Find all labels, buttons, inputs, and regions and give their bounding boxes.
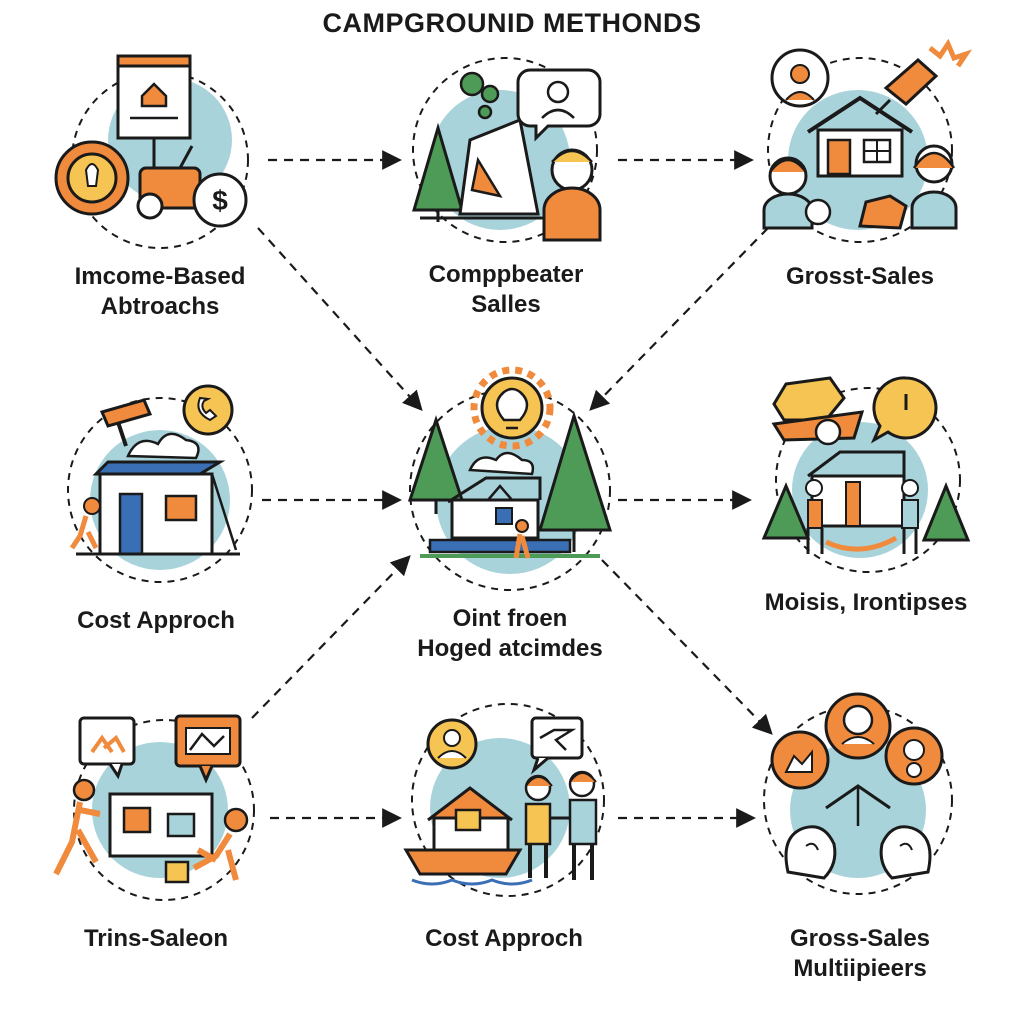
label-line: Moisis, Irontipses xyxy=(764,589,968,616)
label-line: Trins-Saleon xyxy=(83,925,229,952)
label-line: Comppbeater xyxy=(428,261,584,288)
house-people-icon xyxy=(762,38,973,243)
connector-arrows xyxy=(251,150,773,828)
campground-lightbulb-icon xyxy=(407,366,613,591)
label-cost-approach-bottom: Cost Approch xyxy=(384,924,624,954)
label-gross-sales: Grosst-Sales xyxy=(740,262,980,292)
label-mosis: Moisis, Irontipses xyxy=(736,588,996,618)
cabin-workers-clock-icon xyxy=(761,376,971,573)
label-line: Gross-Sales xyxy=(789,925,931,952)
label-line: Imcome-Based xyxy=(74,263,246,290)
label-line: Grosst-Sales xyxy=(785,263,935,290)
diagram-title: CAMPGROUNID METHONDS xyxy=(322,8,702,38)
label-gross-sales-multipliers: Gross-Sales Multiipieers xyxy=(740,924,980,984)
label-line: Cost Approch xyxy=(77,607,235,634)
label-line: Cost Approch xyxy=(425,925,583,952)
cabin-tools-icon xyxy=(67,384,253,583)
label-line: Multiipieers xyxy=(793,955,927,982)
billboard-tractor-dollar-icon: $ xyxy=(54,54,249,249)
arrow-income-to-center xyxy=(257,227,423,411)
workers-board-icon xyxy=(53,714,255,901)
arrow-gross-to-center xyxy=(589,227,769,411)
label-line: Oint froen xyxy=(452,605,568,632)
arrow-trins-to-center xyxy=(251,555,411,719)
boat-house-people-icon xyxy=(403,703,605,897)
svg-text:$: $ xyxy=(212,185,228,216)
label-center: Oint froen Hoged atcimdes xyxy=(370,604,650,664)
label-trins-saleon: Trins-Saleon xyxy=(36,924,276,954)
label-cost-approach-left: Cost Approch xyxy=(36,606,276,636)
label-comparable-sales: Comppbeater Salles xyxy=(386,260,626,320)
label-income-based: Imcome-Based Abtroachs xyxy=(40,262,280,322)
tent-tree-person-icon xyxy=(411,57,602,243)
hands-people-network-icon xyxy=(763,692,953,895)
label-line: Salles xyxy=(471,291,541,318)
label-line: Abtroachs xyxy=(100,293,220,320)
label-line: Hoged atcimdes xyxy=(417,635,603,662)
arrow-center-to-multipliers xyxy=(601,559,773,735)
